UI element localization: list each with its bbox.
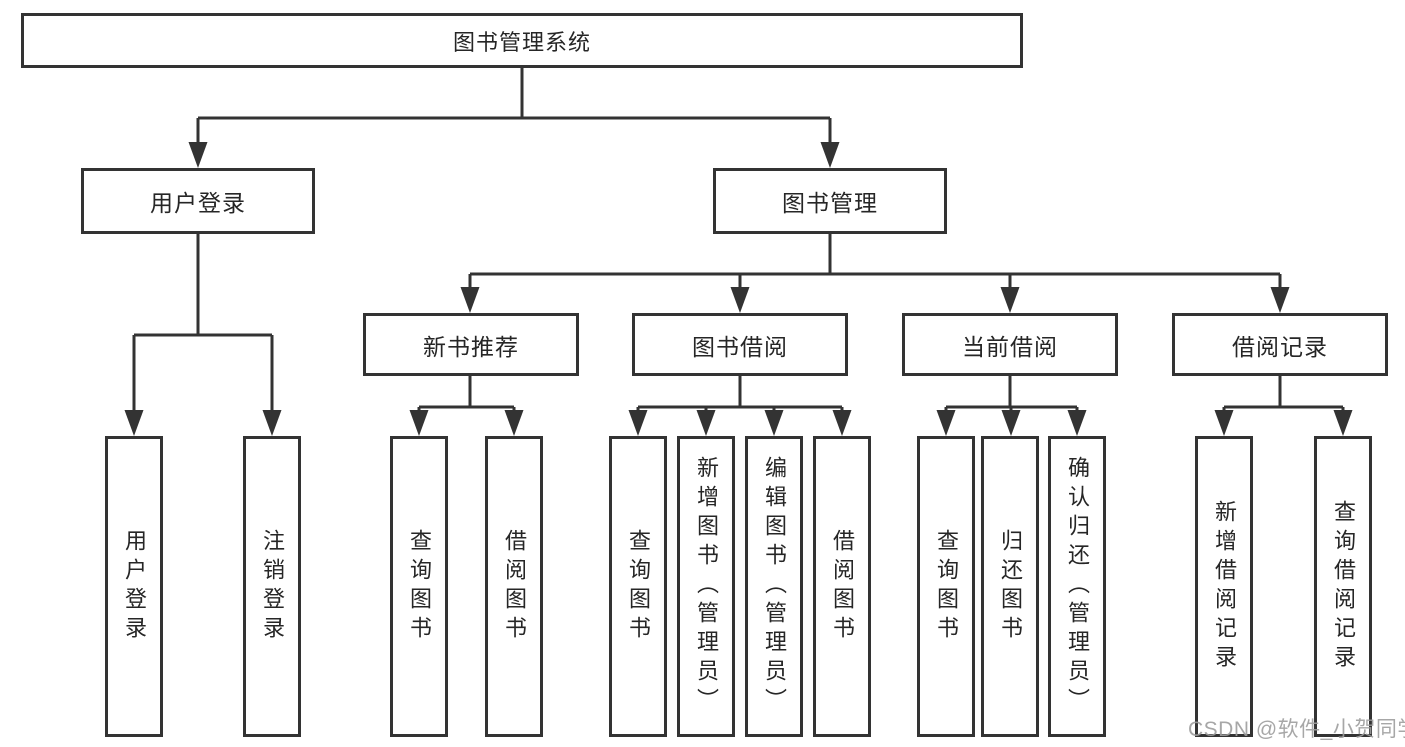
leaf-query-borrow-record-label: 查询借阅记录: [1331, 499, 1356, 674]
leaf-edit-books-admin: 编辑图书（管理员）: [745, 436, 803, 737]
node-book-management-label: 图书管理: [782, 190, 878, 216]
node-library-system: 图书管理系统: [21, 13, 1023, 68]
leaf-query-books-borrow-label: 查询图书: [626, 528, 651, 645]
leaf-return-books: 归还图书: [981, 436, 1039, 737]
leaf-borrow-books-recommend: 借阅图书: [485, 436, 543, 737]
arrowhead-icons: [124, 142, 1353, 436]
node-book-management: 图书管理: [713, 168, 947, 234]
node-new-book-recommend: 新书推荐: [363, 313, 579, 376]
node-current-borrow-label: 当前借阅: [962, 333, 1058, 360]
leaf-logout: 注销登录: [243, 436, 301, 737]
leaf-add-borrow-record-label: 新增借阅记录: [1212, 499, 1237, 674]
node-new-book-recommend-label: 新书推荐: [423, 333, 519, 360]
leaf-query-books-current: 查询图书: [917, 436, 975, 737]
leaf-add-books-admin: 新增图书（管理员）: [677, 436, 735, 737]
leaf-edit-books-admin-label: 编辑图书（管理员）: [762, 456, 787, 717]
leaf-confirm-return-admin-label: 确认归还（管理员）: [1065, 456, 1090, 717]
leaf-confirm-return-admin: 确认归还（管理员）: [1048, 436, 1106, 737]
leaf-query-books-borrow: 查询图书: [609, 436, 667, 737]
leaf-borrow-books-recommend-label: 借阅图书: [502, 528, 527, 645]
watermark-text: CSDN @软件_小贺同学: [1188, 718, 1405, 741]
leaf-add-books-admin-label: 新增图书（管理员）: [694, 456, 719, 717]
node-user-login-label: 用户登录: [150, 190, 246, 216]
leaf-logout-label: 注销登录: [260, 528, 285, 645]
leaf-borrow-books: 借阅图书: [813, 436, 871, 737]
node-library-system-label: 图书管理系统: [452, 29, 591, 55]
node-book-borrow: 图书借阅: [632, 313, 848, 376]
leaf-query-borrow-record: 查询借阅记录: [1314, 436, 1372, 737]
leaf-query-books-recommend-label: 查询图书: [407, 528, 432, 645]
leaf-query-books-current-label: 查询图书: [934, 528, 959, 645]
node-borrow-records-label: 借阅记录: [1232, 333, 1328, 360]
leaf-query-books-recommend: 查询图书: [390, 436, 448, 737]
node-borrow-records: 借阅记录: [1172, 313, 1388, 376]
connector-paths: [132, 68, 1345, 414]
leaf-user-login: 用户登录: [105, 436, 163, 737]
leaf-user-login-label: 用户登录: [122, 528, 147, 645]
node-user-login: 用户登录: [81, 168, 315, 234]
leaf-borrow-books-label: 借阅图书: [830, 528, 855, 645]
node-current-borrow: 当前借阅: [902, 313, 1118, 376]
node-book-borrow-label: 图书借阅: [692, 333, 788, 360]
leaf-return-books-label: 归还图书: [998, 528, 1023, 645]
leaf-add-borrow-record: 新增借阅记录: [1195, 436, 1253, 737]
